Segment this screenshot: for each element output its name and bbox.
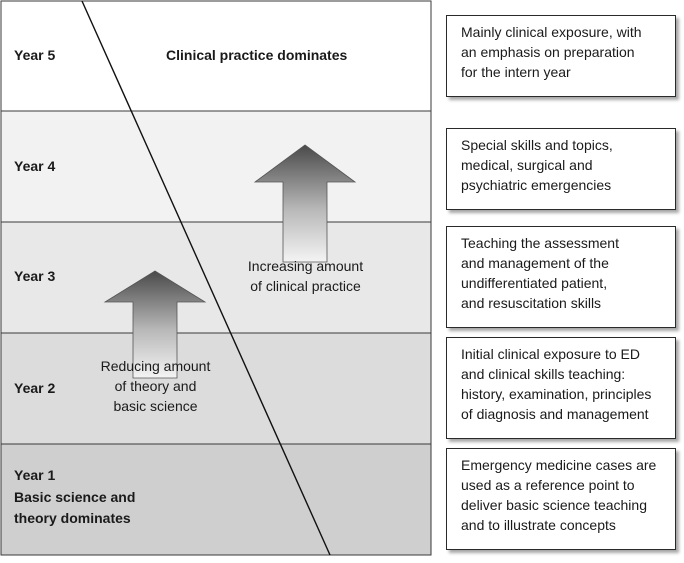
note-line: deliver basic science teaching [461, 497, 647, 513]
year-1-subline: Basic science and [14, 489, 136, 505]
note-line: history, examination, principles [461, 386, 652, 402]
year-1-label: Year 1 [14, 467, 56, 483]
note-line: Mainly clinical exposure, with [461, 24, 642, 40]
note-line: for the intern year [461, 64, 571, 80]
note-line: Initial clinical exposure to ED [461, 346, 640, 362]
note-line: an emphasis on preparation [461, 44, 635, 60]
note-line: psychiatric emergencies [461, 177, 612, 193]
increasing-clinical-arrow [253, 144, 357, 263]
year-2-label: Year 2 [14, 380, 56, 396]
band-year-3 [0, 221, 432, 334]
year-5-label: Year 5 [14, 47, 56, 63]
year-1-subline: theory dominates [14, 510, 131, 526]
theory-arrow-label-line: basic science [113, 398, 198, 414]
year-3-description: Teaching the assessment and management o… [446, 226, 676, 328]
band-year-2 [0, 332, 432, 445]
clinical-arrow-label-line: of clinical practice [250, 278, 361, 294]
year-4-description: Special skills and topics, medical, surg… [446, 128, 676, 210]
band-year-1 [0, 443, 432, 556]
note-line: Emergency medicine cases are [461, 457, 657, 473]
theory-arrow-label: Reducing amount of theory and basic scie… [88, 356, 223, 416]
note-line: undifferentiated patient, [461, 275, 608, 291]
note-line: Teaching the assessment [461, 235, 619, 251]
year-4-label: Year 4 [14, 158, 56, 174]
year-3-label: Year 3 [14, 268, 56, 284]
note-line: and clinical skills teaching: [461, 366, 626, 382]
note-line: medical, surgical and [461, 157, 593, 173]
band-year-5 [0, 0, 432, 112]
year-5-description: Mainly clinical exposure, with an emphas… [446, 15, 676, 97]
note-line: Special skills and topics, [461, 137, 613, 153]
clinical-arrow-label-line: Increasing amount [247, 258, 364, 274]
year-1-description: Emergency medicine cases are used as a r… [446, 448, 676, 550]
note-line: and resuscitation skills [461, 295, 602, 311]
top-heading: Clinical practice dominates [166, 47, 348, 63]
year-2-description: Initial clinical exposure to ED and clin… [446, 337, 676, 439]
reducing-theory-arrow [103, 270, 207, 379]
diagonal-divider [81, 0, 331, 556]
band-year-4 [0, 110, 432, 223]
note-line: of diagnosis and management [461, 406, 649, 422]
theory-arrow-label-line: Reducing amount [100, 358, 211, 374]
note-line: and to illustrate concepts [461, 517, 616, 533]
note-line: used as a reference point to [461, 477, 635, 493]
theory-arrow-label-line: of theory and [114, 378, 197, 394]
note-line: and management of the [461, 255, 609, 271]
clinical-arrow-label: Increasing amount of clinical practice [228, 256, 383, 296]
